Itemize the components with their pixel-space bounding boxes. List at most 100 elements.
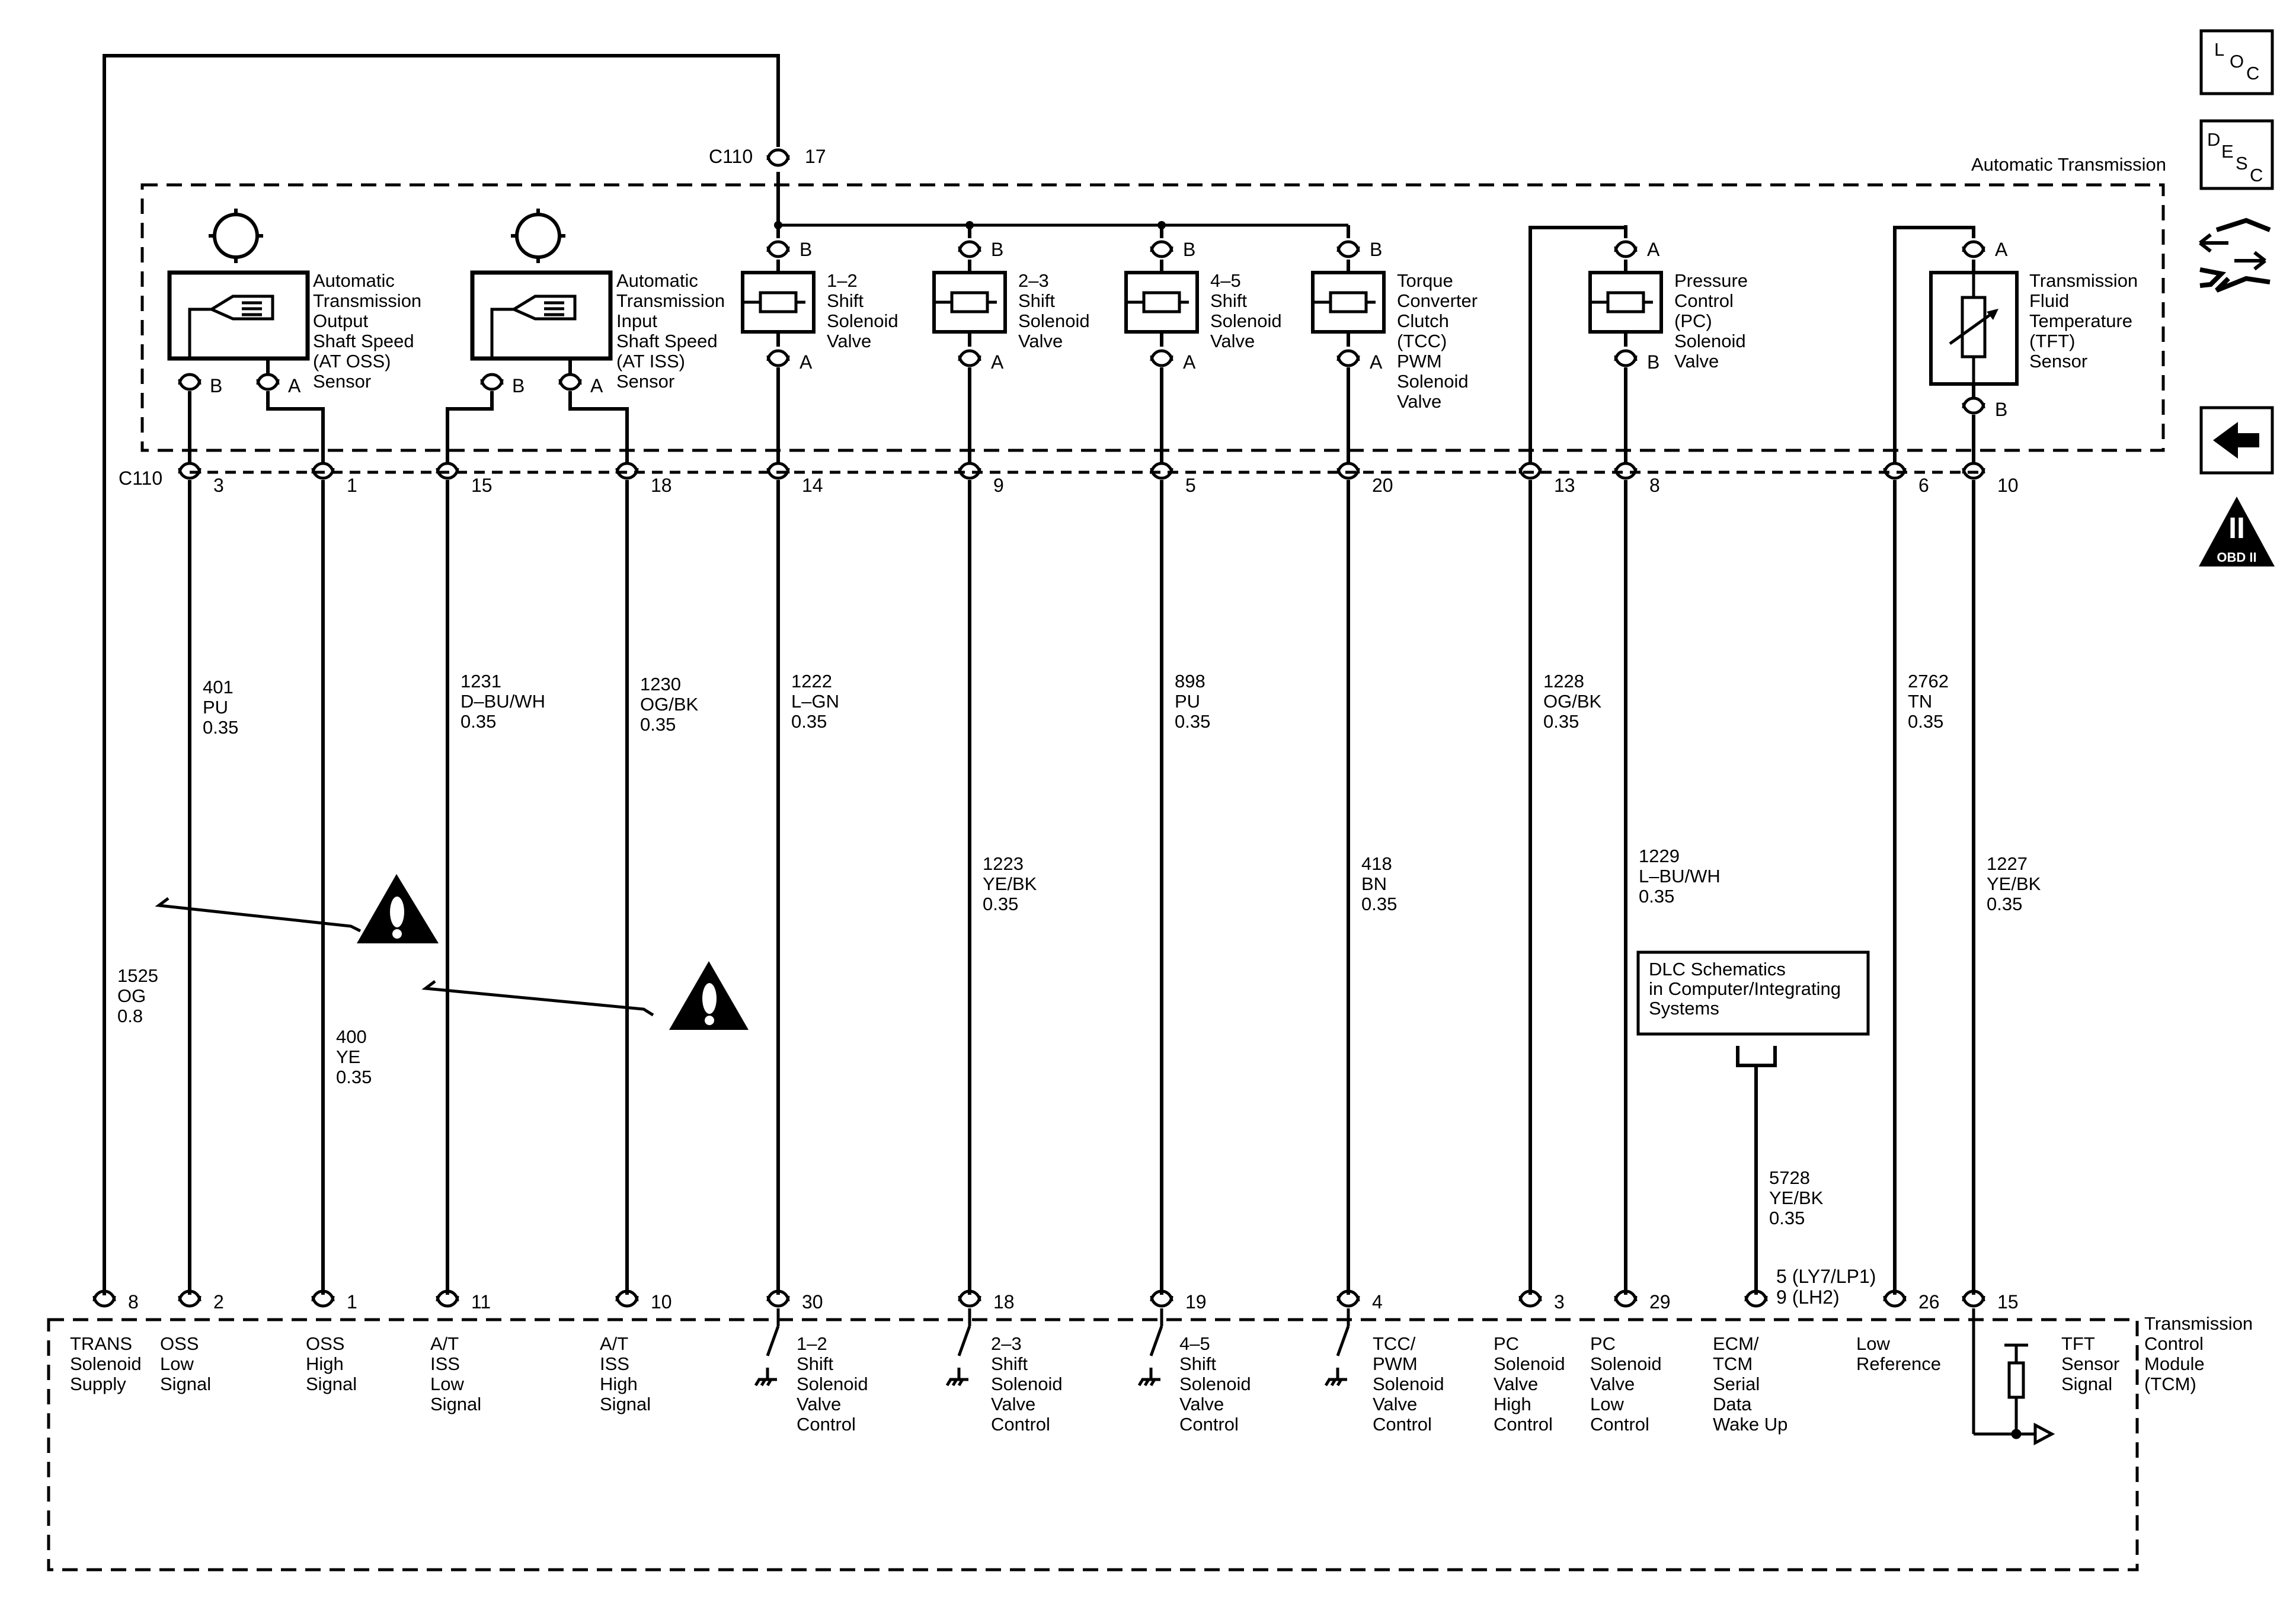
tcm-pin-number: 18 [993,1291,1015,1313]
tcm-pin-function: Signal [430,1394,481,1414]
loc-letter: C [2246,63,2259,84]
c110-pin-connector [1336,462,1360,480]
tcm-pin-function: Control [991,1414,1050,1435]
obd-label: OBD II [2217,550,2256,565]
solenoid-pin-connector [958,349,981,367]
wire-label: 0.35 [1639,886,1674,907]
desc-letter: C [2250,165,2263,185]
wire-label: YE/BK [1987,873,2041,894]
solenoid-sv12 [741,271,816,334]
sensor-name: Automatic [616,270,698,291]
wire-label: TN [1908,691,1932,712]
sensor-name: Automatic [313,270,395,291]
tcm-pin-number: 9 (LH2) [1776,1286,1840,1308]
wire-label: 1229 [1639,846,1680,866]
c110-pin-connector [1150,462,1173,480]
solenoid-name: Shift [1018,290,1055,311]
solenoid-name: Converter [1397,290,1478,311]
circuits-layer: 1525OG0.88TRANSSolenoidSupplyAutomaticTr… [70,225,2138,1446]
c110-pin-connector [178,462,202,480]
c110-pin-number: 1 [347,475,357,496]
dlc-box-line: Systems [1649,998,1719,1019]
tcm-pin-number: 5 (LY7/LP1) [1776,1266,1876,1287]
tcm-pin-function: ISS [430,1353,460,1374]
tcm-pin-function: 1–2 [797,1333,827,1354]
sensor-pin-connector [178,373,202,391]
tcm-pin-function: OSS [160,1333,199,1354]
sensor-element [490,295,577,359]
solenoid-pin-label: B [1183,239,1195,260]
tcm-pin-number: 1 [347,1291,357,1313]
tcm-pin-number: 3 [1554,1291,1565,1313]
sensor-name: Shaft Speed [616,331,718,351]
sensor-name: Output [313,311,368,331]
sensor-body [167,270,310,361]
sensor-pin-label: A [590,375,603,396]
obd-icon[interactable]: II OBD II [2199,497,2275,566]
solenoid-name: Solenoid [1674,331,1746,351]
tcm-pin-connector [1962,1289,1985,1308]
wire-label: 0.35 [1987,894,2022,914]
tcm-pin-function: Solenoid [1373,1374,1444,1394]
tcm-pin-number: 26 [1918,1291,1940,1313]
tcm-pin-connector [436,1289,459,1308]
solenoid-pin-label: A [1370,351,1383,373]
tcm-label-line: Transmission [2144,1313,2253,1334]
solenoid-pin-connector [1614,349,1638,367]
wire-label: OG/BK [1543,691,1602,712]
wire-label: L–GN [791,691,839,712]
wire-label: 0.35 [983,894,1018,914]
wire-label: 898 [1175,671,1205,692]
tcm-pin-number: 11 [471,1291,491,1313]
c110-pin-number: 5 [1185,475,1196,496]
tft-sensor-name: (TFT) [2029,331,2075,351]
connector-view-icon[interactable] [2199,217,2271,293]
tcm-pin-connector [92,1289,116,1308]
loc-icon[interactable]: L O C [2199,29,2274,95]
sensor-icon [511,209,565,263]
desc-icon[interactable]: D E S C [2199,119,2274,190]
c110-pin-number: 6 [1918,475,1929,496]
tcm-pin-function: Data [1713,1394,1752,1414]
tcm-pin-function: Serial [1713,1374,1760,1394]
wire-label: D–BU/WH [461,691,545,712]
sensor-pin-label: A [288,375,301,396]
solenoid-name: Valve [1397,391,1441,412]
solenoid-pin-connector [766,349,790,367]
tcm-pin-function: Solenoid [1494,1353,1565,1374]
tft-pin-label: B [1995,399,2007,420]
ground-switch-icon [945,1308,971,1387]
oss-sensor [167,209,310,361]
solenoid-name: Valve [1210,331,1255,351]
solenoid-pin-label: A [991,351,1004,373]
tft-pin-connector [1962,240,1985,258]
tcm-pin-function: Wake Up [1713,1414,1787,1435]
solenoid-pin-connector [1150,240,1173,258]
solenoid-name: 1–2 [827,270,858,291]
wire-label: PU [1175,691,1200,712]
obd-roman: II [2228,511,2245,545]
tcm-pin-function: Low [430,1374,464,1394]
wire-label: 1525 [117,965,158,986]
solenoid-pin-connector [1336,240,1360,258]
tcm-pin-function: Solenoid [70,1353,142,1374]
desc-letter: E [2221,141,2234,162]
sensor-name: (AT ISS) [616,351,685,372]
tft-sensor-name: Transmission [2029,270,2138,291]
solenoid-pin-label: B [991,239,1003,260]
wire-label: YE/BK [1769,1188,1824,1208]
wire-label: 0.35 [1361,894,1397,914]
tcm-pin-function: Solenoid [1590,1353,1662,1374]
tcm-pin-number: 29 [1649,1291,1671,1313]
back-arrow-icon[interactable] [2199,406,2274,475]
sensor-name: Transmission [313,290,421,311]
solenoid-name: Valve [1674,351,1719,372]
wire-label: 418 [1361,853,1392,874]
tcm-pin-function: A/T [430,1333,459,1354]
wire-label: 0.35 [461,711,496,732]
tcm-pin-connector [1150,1289,1173,1308]
c110-pin-number: 18 [651,475,672,496]
tcm-pin-function: Signal [2061,1374,2112,1394]
tcm-label-line: (TCM) [2144,1374,2196,1394]
